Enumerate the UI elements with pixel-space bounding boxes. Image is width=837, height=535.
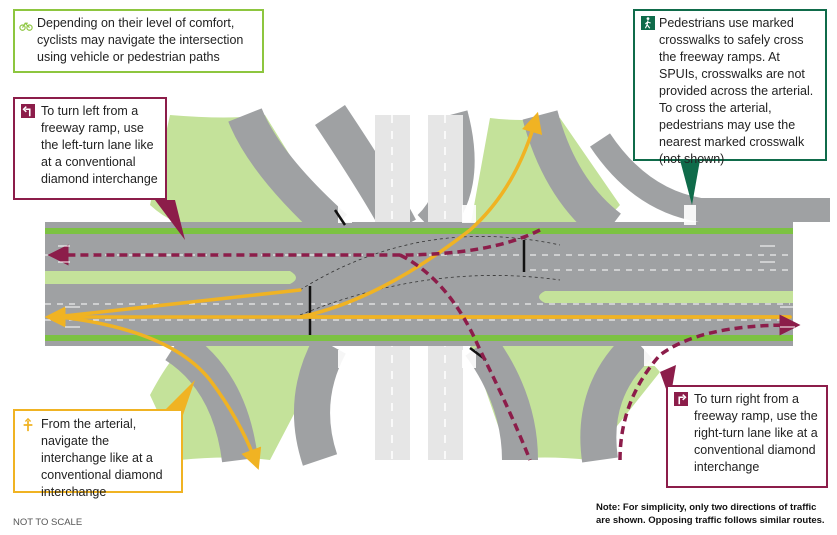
arterial-routes (44, 111, 792, 470)
ramp-nw-a (228, 107, 348, 242)
callout-arterial-text: From the arterial, navigate the intercha… (41, 417, 163, 499)
lane-arrows (58, 245, 795, 328)
ramp-se-a (465, 334, 538, 461)
left-turn-arrow-icon (21, 104, 35, 118)
route-left-arrow (53, 288, 302, 319)
right-turn-arrow-icon (674, 392, 688, 406)
crosswalk-nw (338, 205, 352, 223)
crosswalk-far-ne (684, 205, 696, 225)
callout-bicycle-text: Depending on their level of comfort, cyc… (37, 16, 244, 64)
route-sw-ramp (58, 315, 262, 470)
callout-left-turn: To turn left from a freeway ramp, use th… (13, 97, 167, 200)
pedestrian-icon (641, 16, 655, 30)
route-left-turn (47, 228, 541, 266)
callout-arterial: From the arterial, navigate the intercha… (13, 409, 183, 499)
ramp-se-b (580, 331, 653, 463)
route-arterial-to-ne-ramp (299, 111, 792, 319)
callout-bicycle: Depending on their level of comfort, cyc… (13, 9, 264, 73)
simplification-note: Note: For simplicity, only two direction… (596, 502, 825, 526)
route-left-turn-se (399, 253, 532, 461)
arterial-roadway (45, 222, 793, 346)
pointer-arterial (165, 380, 195, 415)
callout-pointers (155, 160, 700, 415)
pointer-left-turn (155, 200, 185, 240)
ramp-sw-b (294, 336, 347, 466)
median-west (45, 271, 296, 284)
pointer-ped (680, 160, 700, 205)
callout-pedestrian-text: Pedestrians use marked crosswalks to saf… (659, 16, 814, 166)
crosswalk-ne (462, 205, 476, 223)
ramp-routes (47, 228, 801, 461)
median-east (539, 291, 793, 303)
route-right-turn (618, 314, 801, 461)
crosswalk-se (462, 350, 476, 368)
not-to-scale-note: NOT TO SCALE (13, 517, 83, 528)
callout-right-turn: To turn right from a freeway ramp, use t… (666, 385, 828, 488)
ramp-ne-b (522, 110, 622, 243)
pointer-right-turn (660, 365, 676, 400)
multi-direction-arrow-icon (23, 417, 33, 432)
ramp-curb-nw (44, 204, 141, 216)
callout-right-turn-text: To turn right from a freeway ramp, use t… (694, 392, 818, 474)
callout-pedestrian: Pedestrians use marked crosswalks to saf… (633, 9, 827, 166)
bicycle-icon (19, 22, 33, 31)
callout-left-turn-text: To turn left from a freeway ramp, use th… (41, 104, 158, 186)
crosswalk-sw (338, 350, 352, 368)
freeway-ramps (164, 105, 653, 466)
